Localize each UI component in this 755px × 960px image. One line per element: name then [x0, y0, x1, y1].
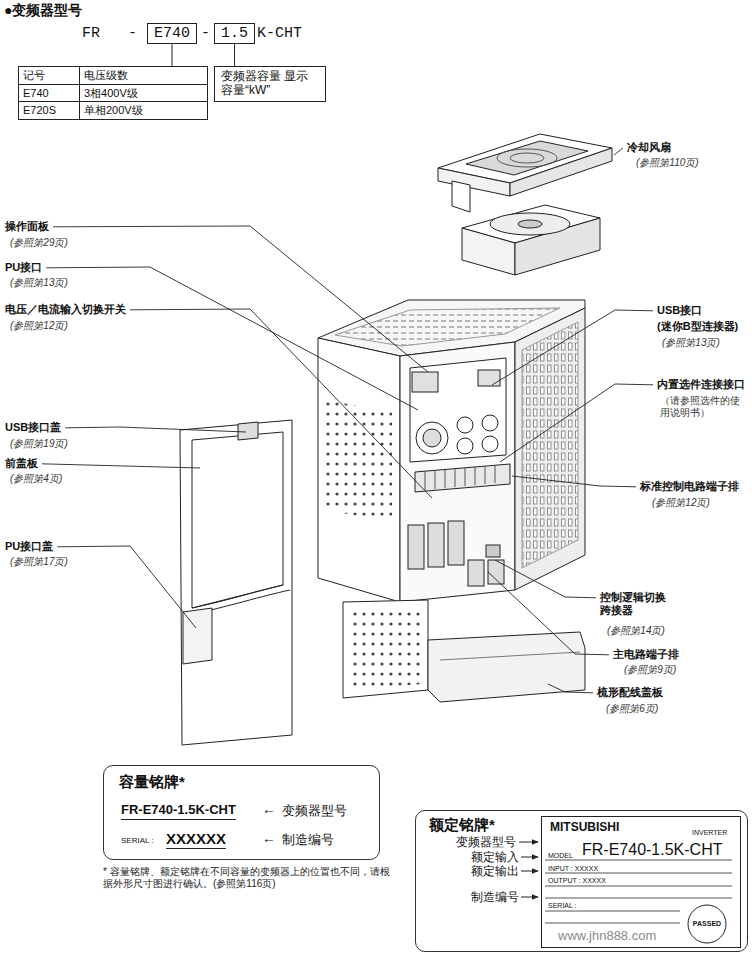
plate-caption: INVERTER	[692, 829, 727, 837]
field-label: OUTPUT : XXXXX	[548, 877, 606, 885]
voltage-table: 记号电压级数E7403相400V级E720S单相200V级	[18, 66, 208, 120]
part-name: 梳形配线盖板	[597, 686, 663, 699]
code-box: E740	[147, 23, 197, 44]
leader-line	[512, 476, 636, 487]
leader-line	[130, 309, 432, 498]
model-code-part: FR	[82, 25, 100, 42]
separator: -	[128, 25, 137, 42]
part-name: USB接口	[657, 304, 702, 317]
plate-field-name: 额定输入	[471, 851, 519, 864]
page-reference: (参照第13页)	[10, 277, 68, 289]
comb-cover	[343, 600, 585, 702]
page-reference: (参照第17页)	[10, 556, 68, 568]
box-text: 变频器容量 显示容量“kW”	[221, 70, 319, 98]
maker-name: MITSUBISHI	[550, 821, 619, 835]
page-reference: (参照第110页)	[636, 157, 699, 169]
footnote: * 容量铭牌、额定铭牌在不同容量的变频器上的位置也不同，请根据外形尺寸图进行确认…	[103, 866, 393, 889]
separator: -	[201, 25, 210, 42]
leader-line	[488, 572, 609, 655]
part-name: 电压／电流输入切换开关	[5, 303, 126, 316]
serial-code: XXXXXX	[166, 830, 226, 849]
part-name: 标准控制电路端子排	[640, 480, 739, 493]
part-name: 前盖板	[5, 457, 38, 470]
connector-line	[172, 44, 173, 66]
section-heading: ●变频器型号	[4, 2, 82, 18]
fan-cover	[438, 134, 612, 212]
plate-field-name: 变频器型号	[456, 836, 516, 849]
watermark: www.jhn888.com	[558, 929, 656, 944]
plate-field-name: 变频器型号	[282, 804, 347, 819]
leader-line	[548, 684, 593, 693]
leader-line	[492, 310, 653, 385]
inverter-body	[318, 300, 585, 602]
pointer-arrow: ←	[262, 830, 276, 846]
plate-field-name: 制造编号	[282, 833, 334, 848]
page-reference: (参照第13页)	[662, 337, 720, 349]
plate-field-name: 制造编号	[471, 891, 519, 904]
page-reference: (参照第6页)	[606, 703, 658, 715]
table-cell: E720S	[19, 102, 79, 119]
plate-title: 额定铭牌*	[429, 816, 495, 833]
part-name: 内置选件连接接口	[657, 378, 745, 391]
connector-line	[234, 44, 235, 66]
leader-line	[495, 560, 596, 598]
model-code: FR-E740-1.5K-CHT	[582, 841, 722, 859]
code-box: 1.5	[214, 23, 255, 44]
part-name: (迷你B型连接器)	[657, 320, 738, 333]
page-reference: (参照第19页)	[10, 438, 68, 450]
table-cell: E740	[19, 85, 79, 102]
leader-line	[53, 226, 428, 372]
seal-circle	[688, 905, 726, 943]
capacity-plate-box: 容量铭牌* FR-E740-1.5K-CHT ← 变频器型号 SERIAL : XXXXX…	[103, 765, 380, 860]
part-name: USB接口盖	[5, 421, 61, 434]
part-name: 操作面板	[5, 220, 49, 233]
leader-line	[65, 427, 246, 432]
part-name: 主电路端子排	[613, 648, 679, 661]
model-code-part: K-CHT	[257, 25, 302, 42]
table-header: 记号	[19, 67, 79, 84]
table-header: 电压级数	[80, 67, 207, 84]
table-cell: 3相400V级	[80, 85, 207, 102]
part-name: 冷却风扇	[627, 141, 671, 154]
part-name: PU接口盖	[5, 540, 53, 553]
leader-line	[42, 464, 200, 468]
box-text: E740	[154, 25, 190, 42]
capacity-box: 变频器容量 显示容量“kW”	[214, 66, 326, 102]
table-cell: 单相200V级	[80, 102, 207, 119]
leader-line	[614, 148, 623, 155]
field-label: INPUT : XXXXX	[548, 865, 598, 873]
page-reference: (参照第14页)	[607, 625, 665, 637]
seal-text: PASSED	[693, 920, 721, 928]
page-reference: (参照第12页)	[10, 320, 68, 332]
field-label: MODEL	[548, 852, 573, 860]
passed-seal: PASSED	[687, 904, 727, 944]
plate-field-name: 额定输出	[471, 865, 519, 878]
leader-line	[46, 267, 418, 410]
page-reference: (参照第4页)	[10, 473, 62, 485]
cooling-fan	[462, 205, 600, 275]
part-name: （请参照选件的使用说明书）	[660, 395, 748, 418]
pointer-arrow: ←	[262, 801, 276, 817]
leader-line	[500, 384, 653, 462]
page-reference: (参照第9页)	[624, 664, 676, 676]
serial-label: SERIAL :	[121, 836, 154, 845]
part-name: 控制逻辑切换跨接器	[600, 591, 670, 616]
model-code: FR-E740-1.5K-CHT	[121, 803, 236, 820]
field-label: SERIAL :	[548, 902, 577, 910]
leader-line	[57, 546, 196, 628]
page-reference: (参照第12页)	[652, 497, 710, 509]
plate-title: 容量铭牌*	[119, 773, 185, 790]
part-name: PU接口	[5, 261, 42, 274]
front-cover	[180, 420, 292, 745]
page-reference: (参照第29页)	[10, 237, 68, 249]
box-text: 1.5	[221, 25, 248, 42]
